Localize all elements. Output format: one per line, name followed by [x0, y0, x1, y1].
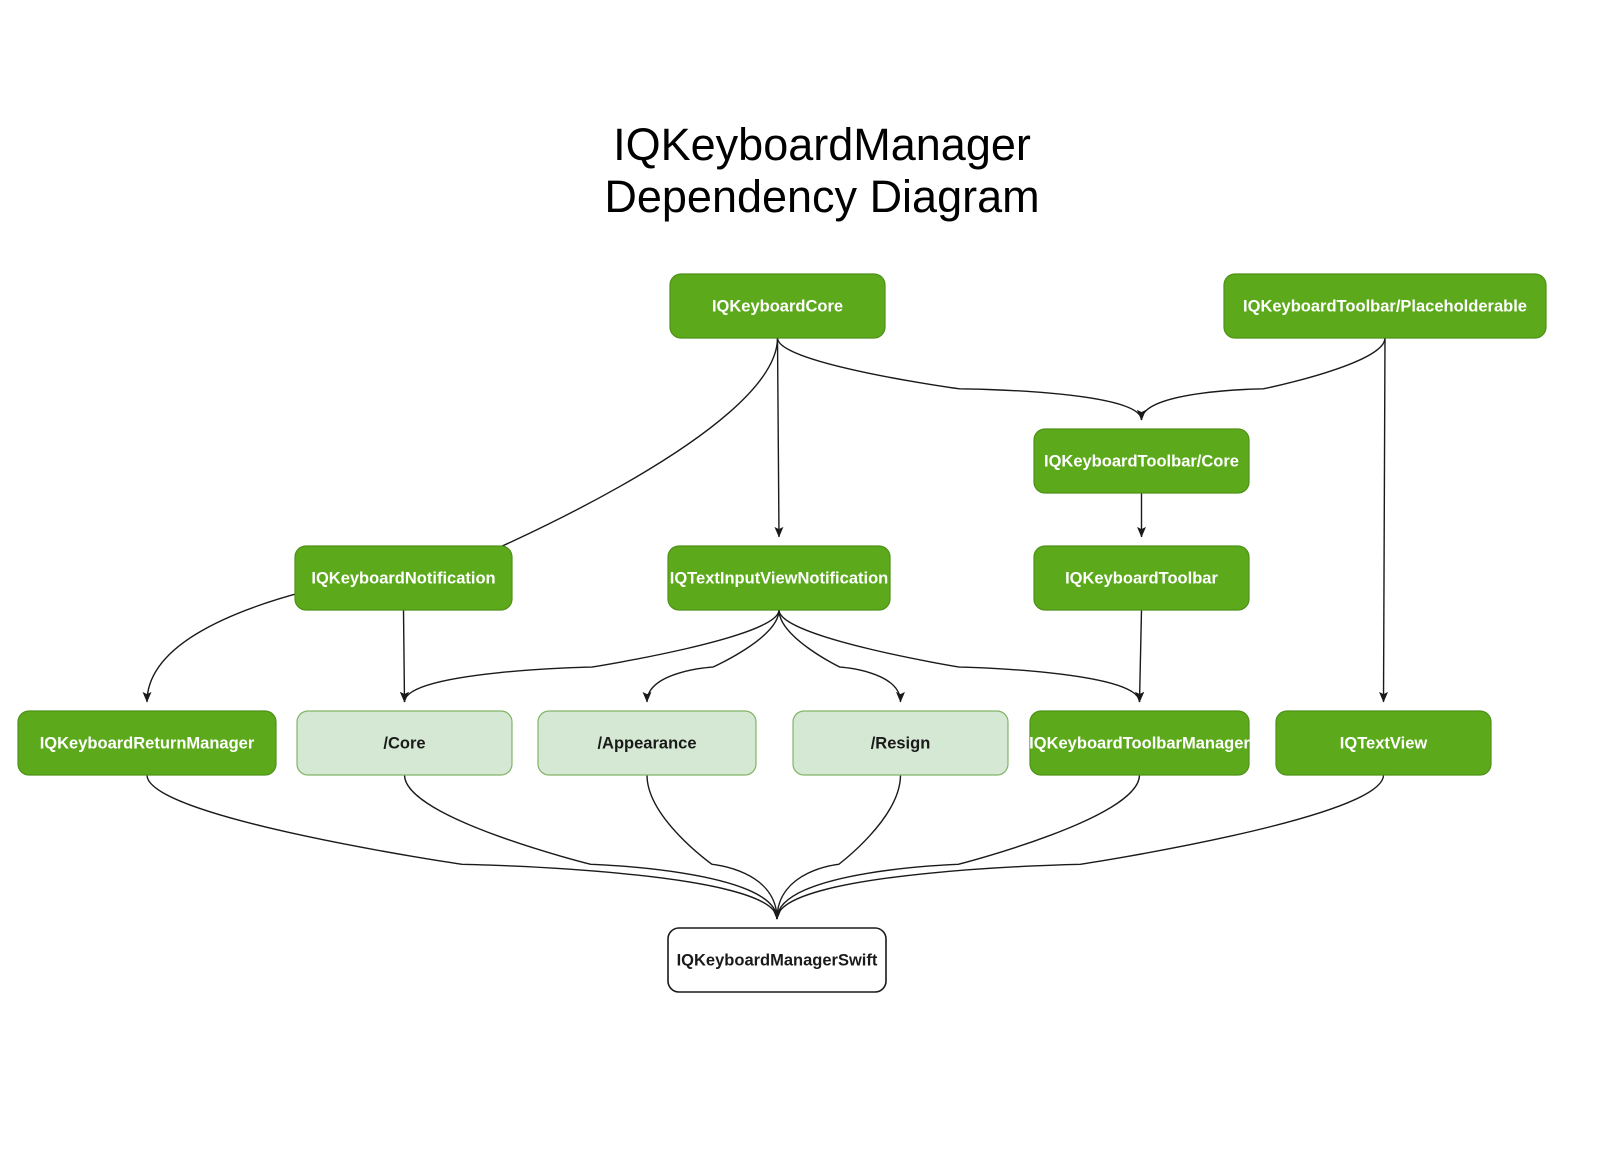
node-box-iqkeyboardnotification[interactable] [294, 545, 513, 611]
edge-iqkeyboardtoolbar-to-iqkeyboardtoolbarmanager [1135, 609, 1145, 703]
edge-core-to-iqkeyboardmanagerswift [403, 774, 782, 920]
edge-iqkeyboardcore-to-iqkeyboardtoolbar-core [776, 337, 1146, 421]
edge-iqtextinputviewnotification-to-appearance [642, 609, 780, 703]
node-label-core: /Core [383, 734, 425, 752]
node-label-iqkeyboardtoolbar-placeholderable: IQKeyboardToolbar/Placeholderable [1243, 297, 1527, 315]
edge-iqkeyboardnotification-to-core [399, 609, 409, 703]
edge-appearance-to-iqkeyboardmanagerswift [646, 774, 782, 920]
nodes-layer: IQKeyboardCore IQKeyboardToolbar/Placehol… [17, 273, 1547, 993]
node-box-resign[interactable] [792, 710, 1009, 776]
node-iqkeyboardtoolbarmanager[interactable]: IQKeyboardToolbarManager [1029, 710, 1250, 776]
node-box-iqtextview[interactable] [1275, 710, 1492, 776]
diagram-title-line-1: IQKeyboardManager [613, 119, 1031, 170]
edge-iqtextinputviewnotification-to-core [400, 609, 780, 703]
edge-iqtextinputviewnotification-to-resign [778, 609, 905, 703]
node-label-iqkeyboardtoolbar: IQKeyboardToolbar [1065, 569, 1218, 587]
edge-iqkeyboardcore-to-iqkeyboardreturnmanager [142, 337, 779, 703]
node-iqkeyboardtoolbar-placeholderable[interactable]: IQKeyboardToolbar/Placeholderable [1223, 273, 1547, 339]
node-iqkeyboardmanagerswift[interactable]: IQKeyboardManagerSwift [667, 927, 887, 993]
node-label-iqkeyboardreturnmanager: IQKeyboardReturnManager [40, 734, 255, 752]
node-appearance[interactable]: /Appearance [537, 710, 757, 776]
edge-iqkeyboardcore-to-iqtextinputviewnotification [774, 337, 784, 538]
edge-iqkeyboardtoolbar-placeholderable-to-iqkeyboardtoolbar-core [1137, 337, 1386, 421]
edge-iqkeyboardtoolbar-placeholderable-to-iqtextview [1379, 337, 1389, 703]
node-box-iqkeyboardtoolbarmanager[interactable] [1029, 710, 1250, 776]
node-label-resign: /Resign [871, 734, 931, 752]
node-iqkeyboardtoolbar[interactable]: IQKeyboardToolbar [1033, 545, 1250, 611]
node-label-iqkeyboardnotification: IQKeyboardNotification [311, 569, 495, 587]
edge-resign-to-iqkeyboardmanagerswift [772, 774, 902, 920]
node-iqkeyboardtoolbar-core[interactable]: IQKeyboardToolbar/Core [1033, 428, 1250, 494]
node-iqkeyboardreturnmanager[interactable]: IQKeyboardReturnManager [17, 710, 277, 776]
node-box-iqkeyboardtoolbar-core[interactable] [1033, 428, 1250, 494]
node-iqkeyboardcore[interactable]: IQKeyboardCore [669, 273, 886, 339]
edge-iqtextinputviewnotification-to-iqkeyboardtoolbarmanager [778, 609, 1144, 703]
node-label-iqtextinputviewnotification: IQTextInputViewNotification [670, 569, 888, 587]
node-label-iqkeyboardtoolbarmanager: IQKeyboardToolbarManager [1029, 734, 1250, 752]
node-label-iqkeyboardcore: IQKeyboardCore [712, 297, 843, 315]
node-box-iqkeyboardmanagerswift[interactable] [667, 927, 887, 993]
node-box-core[interactable] [296, 710, 513, 776]
edge-iqkeyboardtoolbarmanager-to-iqkeyboardmanagerswift [772, 774, 1141, 920]
node-box-iqkeyboardtoolbar-placeholderable[interactable] [1223, 273, 1547, 339]
edge-iqtextview-to-iqkeyboardmanagerswift [772, 774, 1385, 920]
edges-layer [142, 337, 1389, 920]
node-box-iqkeyboardtoolbar[interactable] [1033, 545, 1250, 611]
node-label-appearance: /Appearance [597, 734, 696, 752]
diagram-title-line-2: Dependency Diagram [604, 171, 1039, 222]
node-iqtextinputviewnotification[interactable]: IQTextInputViewNotification [667, 545, 891, 611]
node-box-appearance[interactable] [537, 710, 757, 776]
node-label-iqkeyboardmanagerswift: IQKeyboardManagerSwift [677, 951, 878, 969]
node-core[interactable]: /Core [296, 710, 513, 776]
node-iqtextview[interactable]: IQTextView [1275, 710, 1492, 776]
node-label-iqtextview: IQTextView [1340, 734, 1428, 752]
node-box-iqkeyboardcore[interactable] [669, 273, 886, 339]
node-label-iqkeyboardtoolbar-core: IQKeyboardToolbar/Core [1044, 452, 1239, 470]
node-iqkeyboardnotification[interactable]: IQKeyboardNotification [294, 545, 513, 611]
node-box-iqkeyboardreturnmanager[interactable] [17, 710, 277, 776]
edge-iqkeyboardreturnmanager-to-iqkeyboardmanagerswift [146, 774, 782, 920]
node-box-iqtextinputviewnotification[interactable] [667, 545, 891, 611]
node-resign[interactable]: /Resign [792, 710, 1009, 776]
